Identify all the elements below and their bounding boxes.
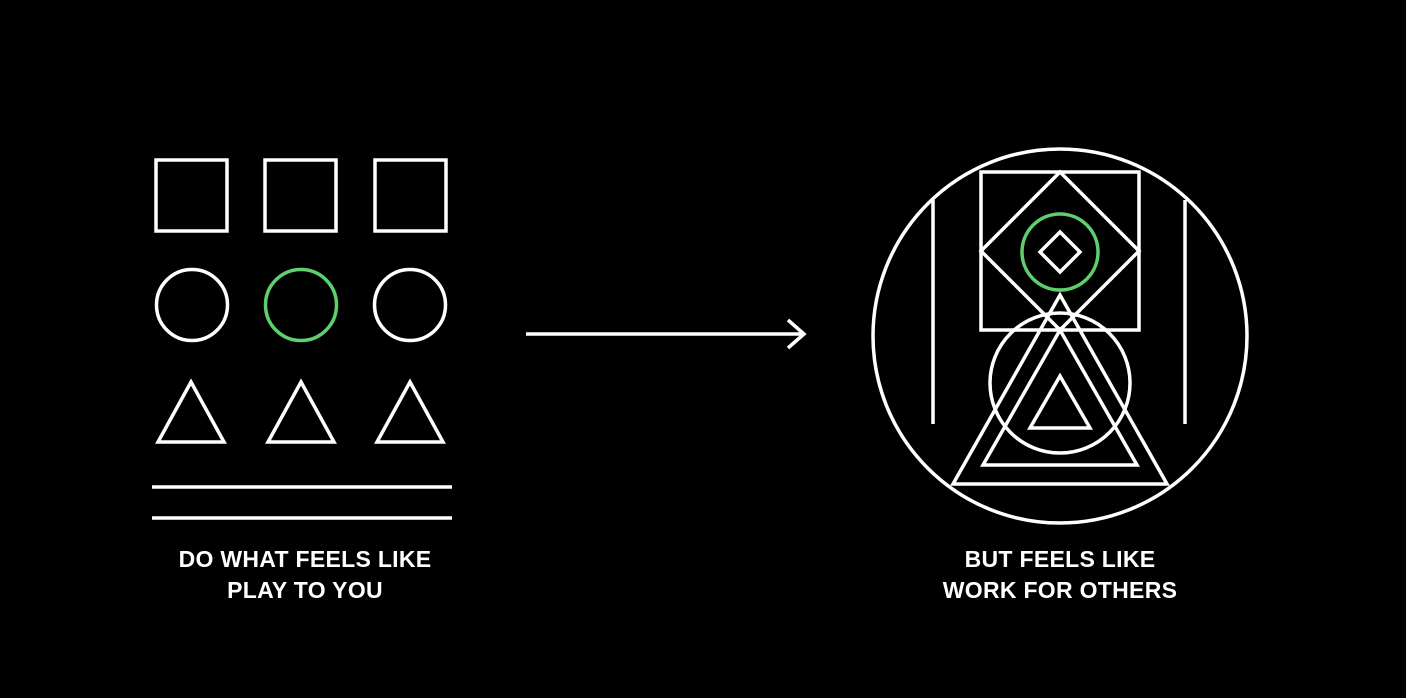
caption-right: BUT FEELS LIKE WORK FOR OTHERS bbox=[905, 544, 1215, 606]
middle-circle bbox=[988, 311, 1132, 455]
triangle-3 bbox=[374, 378, 446, 444]
caption-left-line-1: DO WHAT FEELS LIKE bbox=[178, 546, 432, 572]
square-2 bbox=[263, 158, 338, 233]
accent-circle bbox=[1020, 212, 1100, 292]
caption-left: DO WHAT FEELS LIKE PLAY TO YOU bbox=[150, 544, 460, 606]
triangle-2 bbox=[265, 378, 337, 444]
shape-grid bbox=[152, 158, 452, 520]
caption-right-line-2: WORK FOR OTHERS bbox=[942, 577, 1178, 603]
small-diamond bbox=[1037, 229, 1083, 275]
caption-right-line-1: BUT FEELS LIKE bbox=[964, 546, 1156, 572]
arrow-right-icon bbox=[526, 318, 807, 350]
inner-square bbox=[979, 170, 1141, 332]
medium-triangle bbox=[979, 326, 1141, 467]
circle-1 bbox=[154, 267, 230, 343]
small-triangle bbox=[1026, 372, 1094, 430]
caption-left-line-2: PLAY TO YOU bbox=[227, 577, 383, 603]
square-1 bbox=[154, 158, 229, 233]
triangle-1 bbox=[155, 378, 227, 444]
outer-circle bbox=[871, 147, 1249, 525]
large-triangle bbox=[949, 291, 1171, 486]
circle-highlighted bbox=[263, 267, 339, 343]
square-3 bbox=[373, 158, 448, 233]
composite-emblem bbox=[871, 147, 1249, 525]
circle-3 bbox=[372, 267, 448, 343]
inner-diamond bbox=[978, 169, 1142, 333]
